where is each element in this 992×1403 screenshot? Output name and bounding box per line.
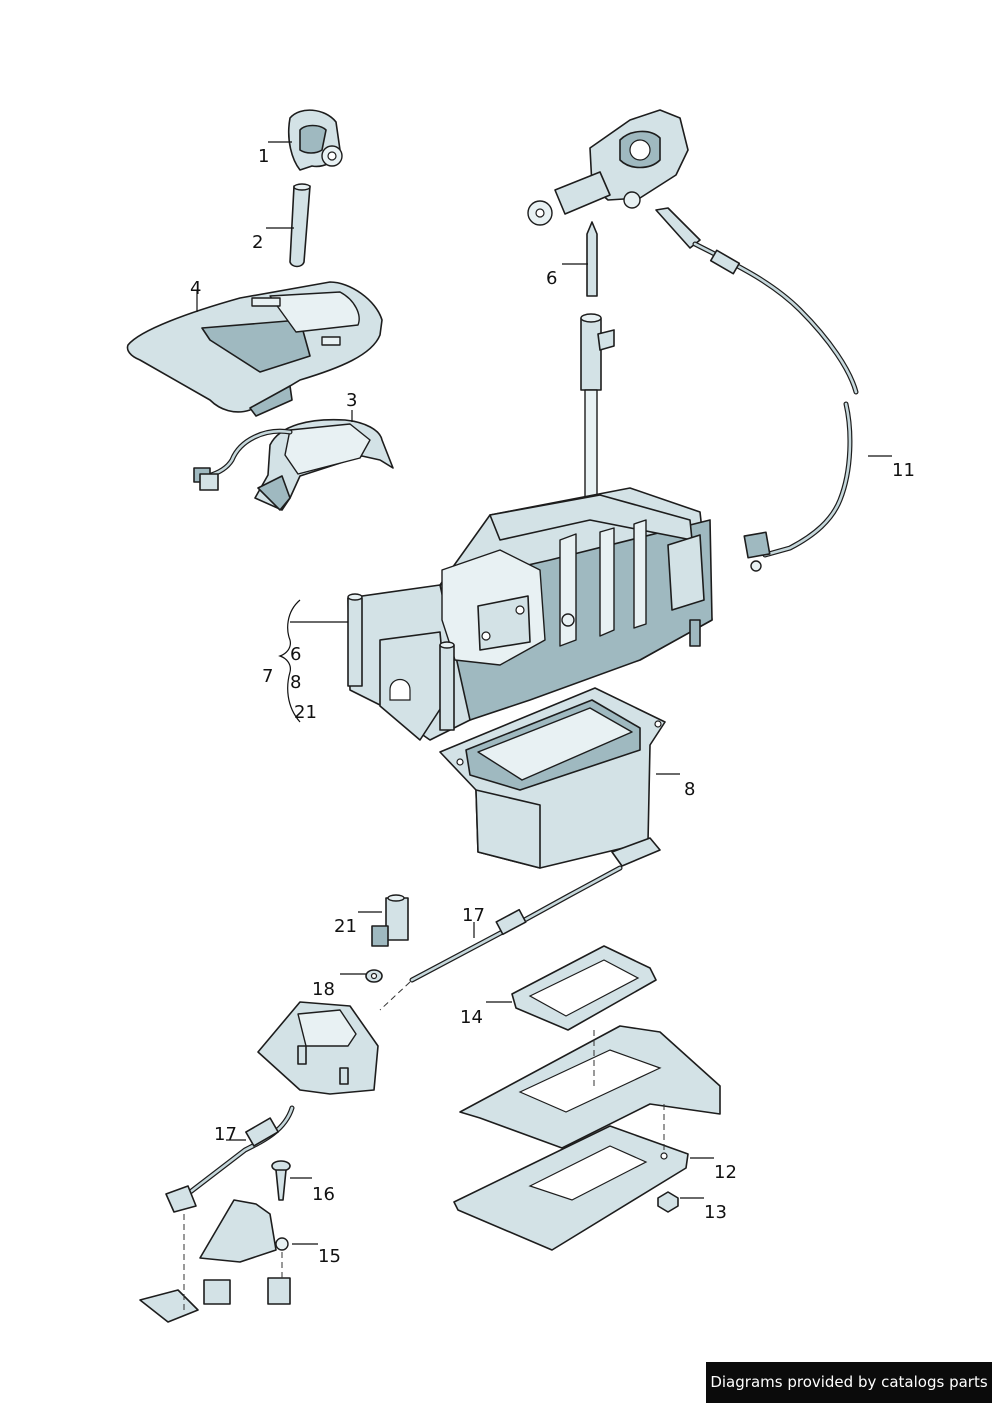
part-12-mounting-plate-lower — [453, 1125, 689, 1251]
part-15-bracket — [139, 1199, 291, 1323]
callout-17-top: 17 — [462, 905, 485, 926]
callout-17-bottom: 17 — [214, 1124, 237, 1145]
part-6-pin — [586, 221, 598, 297]
part-1-selector-knob — [287, 109, 343, 171]
callout-18: 18 — [312, 979, 335, 1000]
callout-7: 7 — [262, 666, 273, 687]
callout-11: 11 — [892, 460, 915, 481]
part-17-cable-top — [409, 837, 661, 983]
part-3-indicator-module — [193, 418, 394, 511]
assembly-guides — [183, 981, 665, 1310]
callout-13: 13 — [704, 1202, 727, 1223]
cable-bracket — [257, 1001, 379, 1095]
callout-2: 2 — [252, 232, 263, 253]
callout-7-ref-8: 8 — [290, 672, 301, 693]
part-14-gasket — [511, 945, 657, 1031]
callout-7-ref-21: 21 — [294, 702, 317, 723]
credit-badge: Diagrams provided by catalogs parts — [706, 1362, 992, 1403]
callout-21: 21 — [334, 916, 357, 937]
part-4-trim-cover — [126, 281, 383, 417]
part-16-screw — [271, 1160, 291, 1201]
part-13-nut — [657, 1191, 679, 1213]
part-18-nut — [365, 969, 383, 983]
part-12-mounting-plate-upper — [459, 1025, 721, 1149]
callout-14: 14 — [460, 1007, 483, 1028]
callout-7-ref-6: 6 — [290, 644, 301, 665]
part-17-cable-bottom — [165, 1105, 295, 1213]
callout-16: 16 — [312, 1184, 335, 1205]
shift-lock-housing — [527, 109, 689, 226]
callout-3: 3 — [346, 390, 357, 411]
leader-lines — [196, 141, 892, 1245]
part-11-selector-cable — [655, 207, 859, 572]
callout-12: 12 — [714, 1162, 737, 1183]
part-2-sleeve — [289, 183, 311, 268]
callout-6-top: 6 — [546, 268, 557, 289]
callout-4: 4 — [190, 278, 201, 299]
part-21-switch — [371, 894, 409, 947]
callout-labels: 1 2 4 3 6 11 7 6 8 21 8 17 21 18 14 12 1… — [190, 146, 915, 1267]
selector-lever-rod — [580, 313, 615, 511]
part-8-housing-tray — [439, 687, 666, 869]
callout-15: 15 — [318, 1246, 341, 1267]
callout-8: 8 — [684, 779, 695, 800]
part-7-selector-housing — [347, 487, 713, 741]
callout-1: 1 — [258, 146, 269, 167]
